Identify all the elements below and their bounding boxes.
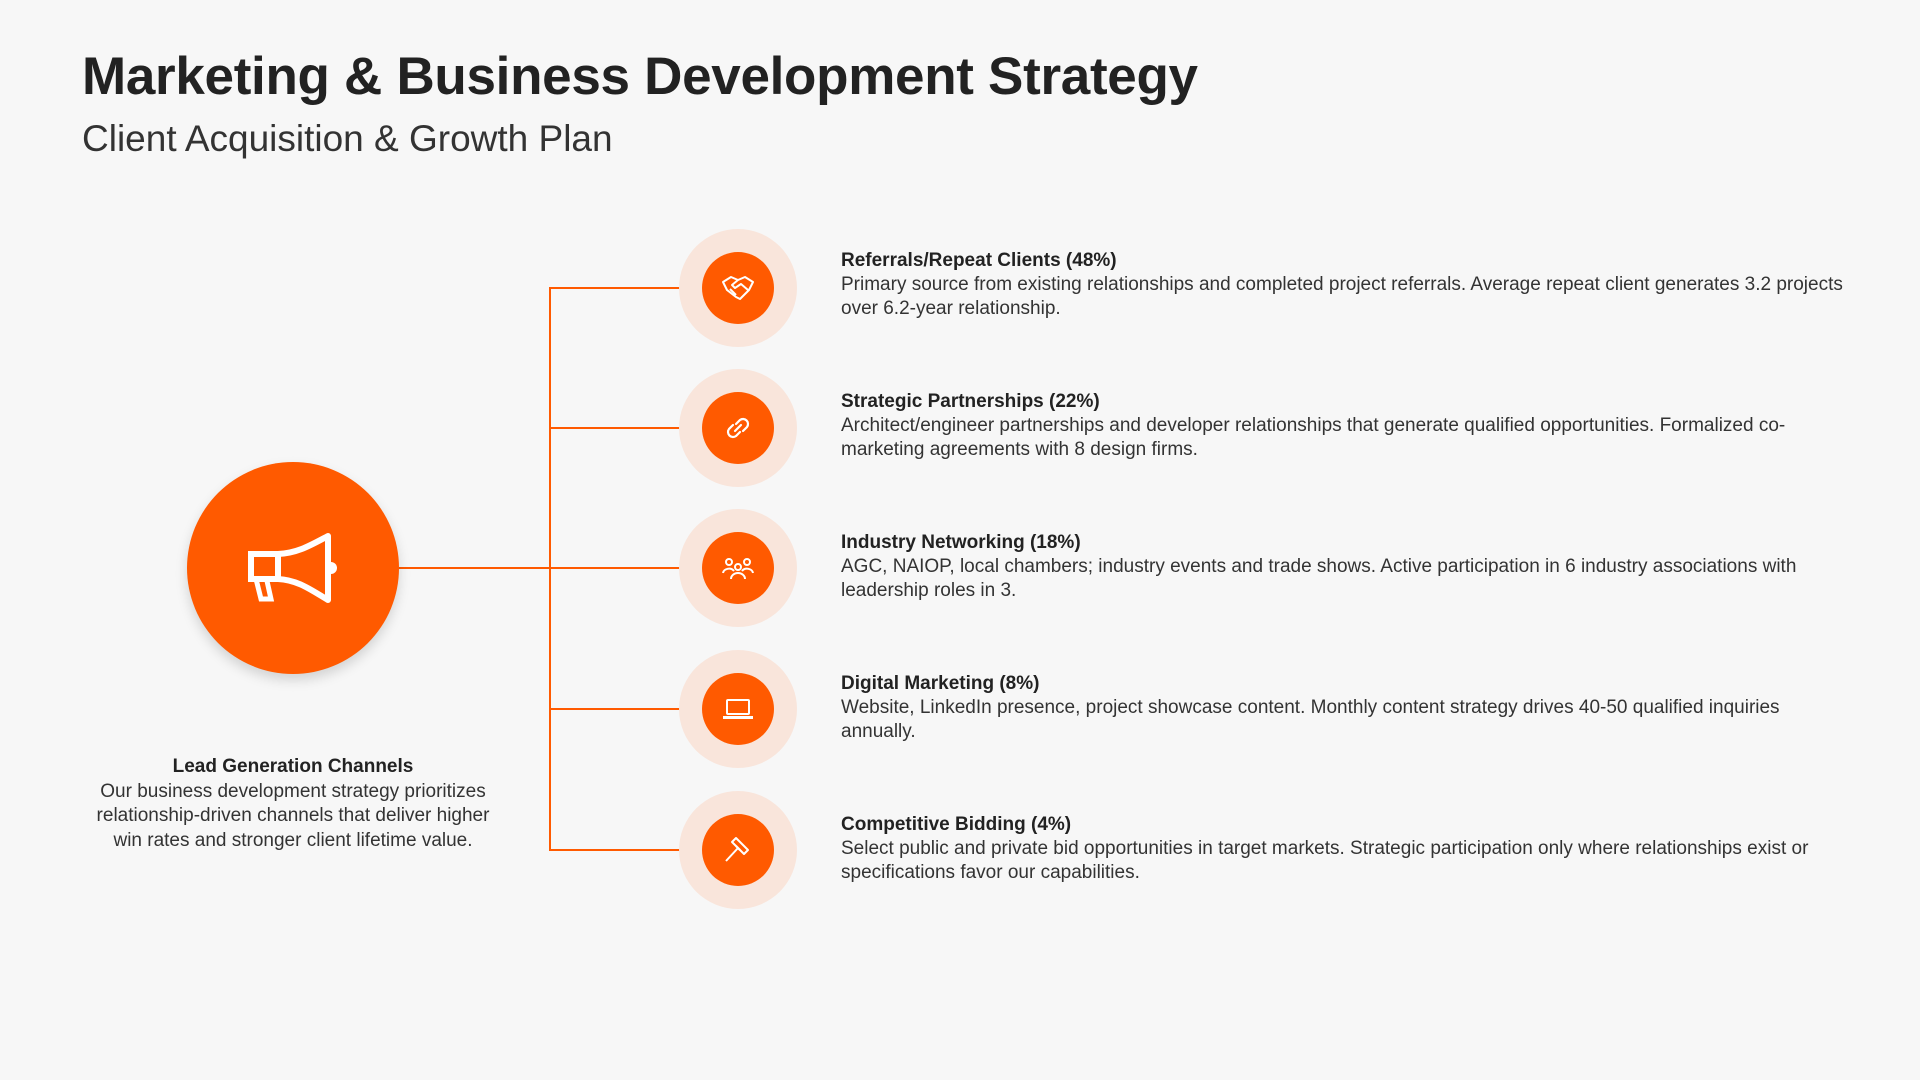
channel-node-digital [679, 650, 797, 768]
hub-caption-text: Our business development strategy priori… [96, 780, 490, 851]
page-subtitle: Client Acquisition & Growth Plan [82, 118, 613, 159]
hub-caption: Lead Generation Channels Our business de… [93, 755, 493, 853]
channel-node-referrals [679, 229, 797, 347]
channel-item: Strategic Partnerships (22%) Architect/e… [841, 390, 1851, 462]
channel-title: Industry Networking (18%) [841, 532, 1081, 553]
channel-node-partnerships [679, 369, 797, 487]
people-group-icon [722, 558, 754, 580]
hub-caption-title: Lead Generation Channels [172, 756, 414, 777]
laptop-icon [723, 699, 753, 719]
channel-title: Referrals/Repeat Clients (48%) [841, 250, 1117, 271]
gavel-icon [725, 837, 749, 862]
handshake-icon [722, 276, 754, 300]
link-icon [726, 417, 750, 439]
lead-generation-hub [187, 462, 399, 674]
channel-node-networking [679, 509, 797, 627]
channel-description: Architect/engineer partnerships and deve… [841, 415, 1786, 460]
channel-item: Industry Networking (18%) AGC, NAIOP, lo… [841, 531, 1851, 603]
channel-item: Referrals/Repeat Clients (48%) Primary s… [841, 249, 1851, 321]
megaphone-icon [248, 533, 337, 603]
channel-description: Primary source from existing relationshi… [841, 274, 1843, 319]
channel-description: Select public and private bid opportunit… [841, 838, 1809, 883]
channel-title: Strategic Partnerships (22%) [841, 391, 1100, 412]
channel-description: AGC, NAIOP, local chambers; industry eve… [841, 556, 1797, 601]
channel-item: Digital Marketing (8%) Website, LinkedIn… [841, 672, 1851, 744]
channel-title: Digital Marketing (8%) [841, 673, 1040, 694]
page-title: Marketing & Business Development Strateg… [82, 47, 1198, 106]
channel-title: Competitive Bidding (4%) [841, 814, 1072, 835]
channel-item: Competitive Bidding (4%) Select public a… [841, 813, 1851, 885]
channel-node-bidding [679, 791, 797, 909]
channel-description: Website, LinkedIn presence, project show… [841, 697, 1780, 742]
